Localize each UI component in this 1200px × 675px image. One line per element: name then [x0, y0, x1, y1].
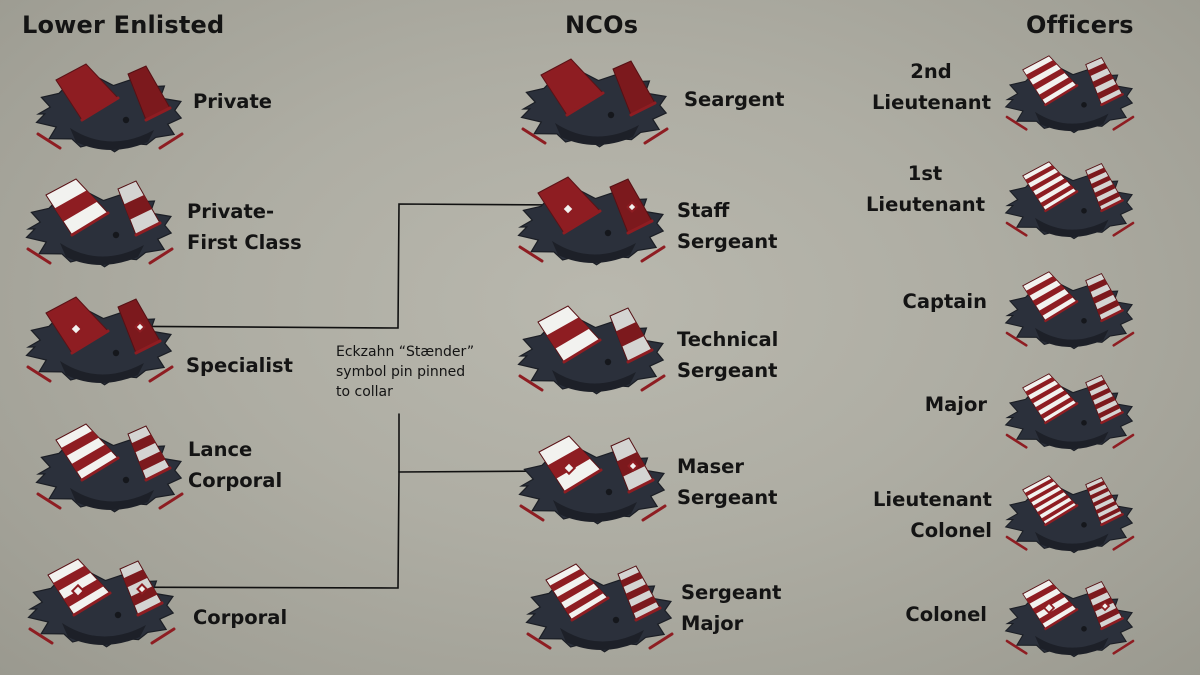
coat-button — [1081, 420, 1087, 426]
heading-ncos: NCOs — [565, 11, 638, 39]
rank-label-line: Sergeant — [677, 355, 778, 386]
insignia-captain — [1000, 258, 1140, 353]
insignia-lance-corporal — [30, 410, 190, 515]
coat-button — [608, 112, 614, 118]
insignia-maser-sergeant — [513, 422, 673, 527]
rank-label-technical-sergeant: Technical Sergeant — [677, 324, 778, 386]
rank-label-1st-lieutenant: 1st Lieutenant — [866, 158, 984, 220]
coat-button — [123, 477, 129, 483]
coat-button — [123, 117, 129, 123]
rank-label-line: Major — [681, 608, 781, 639]
insignia-major — [1000, 360, 1140, 455]
rank-label-maser-sergeant: Maser Sergeant — [677, 451, 777, 513]
rank-label-line: Colonel — [880, 599, 987, 630]
rank-label-staff-sergeant: Staff Sergeant — [677, 195, 777, 257]
rank-label-line: Staff — [677, 195, 777, 226]
rank-label-line: Maser — [677, 451, 777, 482]
coat-button — [1081, 102, 1087, 108]
rank-label-major: Major — [880, 389, 987, 420]
rank-label-line: Lance — [188, 434, 282, 465]
pin-note: Eckzahn “Stænder” symbol pin pinned to c… — [336, 342, 486, 402]
rank-label-line: Major — [880, 389, 987, 420]
insignia-technical-sergeant — [512, 292, 672, 397]
rank-label-line: 1st — [866, 158, 984, 189]
rank-label-sergeant-major: Sergeant Major — [681, 577, 781, 639]
pin-note-line-2: symbol pin pinned — [336, 362, 486, 382]
rank-label-line: Colonel — [860, 515, 992, 546]
pin-note-line-1: Eckzahn “Stænder” — [336, 342, 486, 362]
insignia-seargent — [515, 45, 675, 150]
rank-label-line: Specialist — [186, 350, 293, 381]
rank-label-line: Sergeant — [681, 577, 781, 608]
rank-label-captain: Captain — [880, 286, 987, 317]
coat-button — [1081, 522, 1087, 528]
rank-label-line: Lieutenant — [872, 87, 990, 118]
rank-label-line: Lieutenant — [866, 189, 984, 220]
rank-label-seargent: Seargent — [684, 84, 784, 115]
coat-button — [605, 230, 611, 236]
insignia-staff-sergeant — [512, 163, 672, 268]
insignia-specialist — [20, 283, 180, 388]
rank-label-private: Private — [193, 86, 272, 117]
rank-label-line: Sergeant — [677, 226, 777, 257]
coat-button — [605, 359, 611, 365]
heading-officers: Officers — [1026, 11, 1134, 39]
rank-label-line: Seargent — [684, 84, 784, 115]
insignia-sergeant-major — [520, 550, 680, 655]
insignia-colonel — [1000, 566, 1140, 661]
rank-label-2nd-lieutenant: 2nd Lieutenant — [872, 56, 990, 118]
rank-label-line: Corporal — [188, 465, 282, 496]
rank-label-specialist: Specialist — [186, 350, 293, 381]
rank-label-colonel: Colonel — [880, 599, 987, 630]
coat-button — [113, 350, 119, 356]
insignia-1st-lieutenant — [1000, 148, 1140, 243]
rank-label-line: Lieutenant — [860, 484, 992, 515]
coat-button — [113, 232, 119, 238]
rank-label-line: Private- — [187, 196, 302, 227]
rank-label-lance-corporal: Lance Corporal — [188, 434, 282, 496]
heading-lower-enlisted: Lower Enlisted — [22, 11, 224, 39]
rank-label-line: 2nd — [872, 56, 990, 87]
coat-button — [606, 489, 612, 495]
pin-note-line-3: to collar — [336, 382, 486, 402]
rank-label-line: Private — [193, 86, 272, 117]
coat-button — [1081, 208, 1087, 214]
insignia-lieutenant-colonel — [1000, 462, 1140, 557]
insignia-private-first-class — [20, 165, 180, 270]
rank-label-line: Technical — [677, 324, 778, 355]
coat-button — [115, 612, 121, 618]
rank-label-private-first-class: Private- First Class — [187, 196, 302, 258]
insignia-corporal — [22, 545, 182, 650]
coat-button — [1081, 626, 1087, 632]
rank-label-line: Captain — [880, 286, 987, 317]
rank-label-line: First Class — [187, 227, 302, 258]
rank-label-lieutenant-colonel: Lieutenant Colonel — [860, 484, 992, 546]
coat-button — [1081, 318, 1087, 324]
insignia-private — [30, 50, 190, 155]
rank-label-line: Corporal — [193, 602, 287, 633]
rank-label-line: Sergeant — [677, 482, 777, 513]
coat-button — [613, 617, 619, 623]
insignia-2nd-lieutenant — [1000, 42, 1140, 137]
rank-label-corporal: Corporal — [193, 602, 287, 633]
